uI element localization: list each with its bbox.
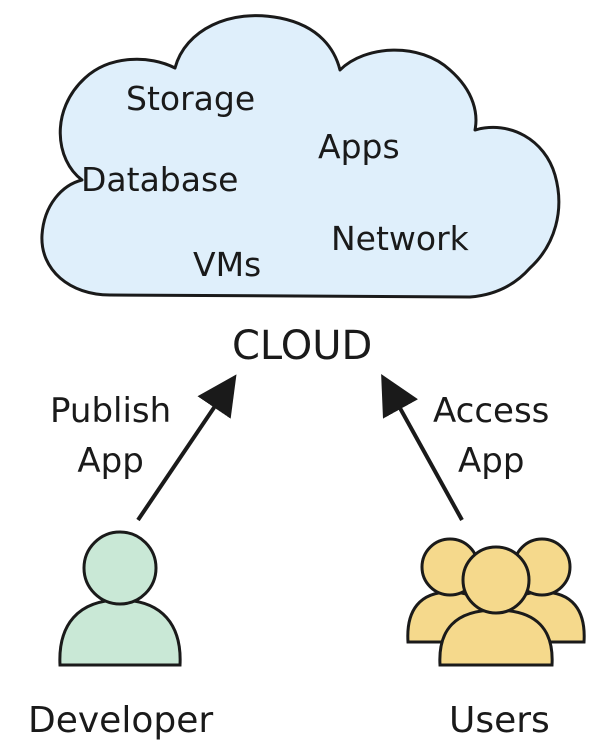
publish-arrow	[136, 374, 237, 522]
developer-icon	[58, 530, 182, 667]
cloud-item-vms: VMs	[193, 245, 262, 284]
access-app-label: Access App	[433, 386, 549, 486]
publish-app-label-line2: App	[77, 441, 144, 481]
access-app-label-line1: Access	[433, 391, 550, 431]
access-app-label-line2: App	[457, 441, 525, 481]
cloud-item-storage: Storage	[126, 79, 256, 118]
users-icon	[406, 537, 586, 667]
cloud-item-database: Database	[81, 160, 239, 199]
users-label: Users	[449, 700, 550, 741]
publish-app-label: Publish App	[50, 386, 171, 486]
cloud-label: CLOUD	[232, 323, 373, 369]
cloud-item-apps: Apps	[318, 127, 400, 166]
cloud-item-network: Network	[331, 219, 469, 258]
developer-label: Developer	[28, 700, 214, 741]
publish-app-label-line1: Publish	[50, 391, 172, 431]
access-arrow	[381, 374, 464, 521]
cloud-shape	[40, 14, 561, 299]
